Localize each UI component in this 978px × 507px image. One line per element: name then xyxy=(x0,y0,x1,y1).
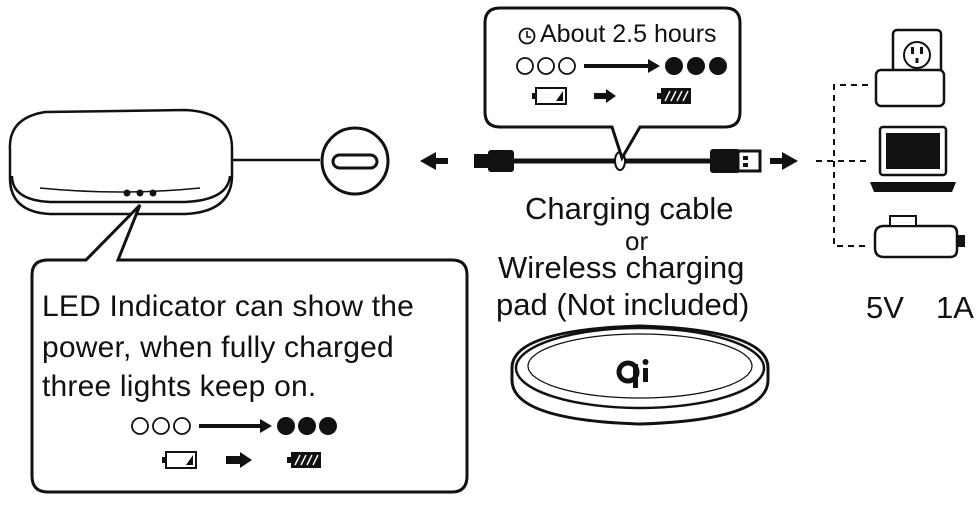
progress-arrow-icon xyxy=(199,419,272,433)
arrow-right-icon xyxy=(770,152,798,170)
led-lights-full-icon xyxy=(665,57,727,75)
laptop-icon xyxy=(870,125,956,192)
cable-label-line1: Charging cable xyxy=(525,191,734,226)
earbuds-charging-case-icon xyxy=(8,108,234,216)
progress-arrow-icon xyxy=(584,59,660,73)
battery-full-icon xyxy=(657,88,691,104)
car-charger-icon xyxy=(873,215,965,259)
charging-time-callout xyxy=(483,6,742,162)
voltage-label: 5V xyxy=(866,290,904,325)
cable-label-line2: or xyxy=(625,226,649,256)
led-callout-line3: three lights keep on. xyxy=(42,370,317,403)
led-callout-line1: LED Indicator can show the xyxy=(42,290,415,323)
charging-cable-icon xyxy=(474,149,762,173)
charging-time-text: About 2.5 hours xyxy=(540,20,717,48)
cable-label-line3: Wireless charging xyxy=(498,250,745,285)
battery-low-icon xyxy=(162,451,197,469)
clock-icon xyxy=(518,27,536,45)
current-label: 1A xyxy=(936,290,974,325)
power-sources xyxy=(816,28,965,259)
battery-full-icon xyxy=(287,452,321,468)
battery-low-icon xyxy=(532,87,567,105)
qi-wireless-pad-icon xyxy=(510,324,770,426)
usb-c-port-icon xyxy=(320,126,390,196)
wall-adapter-icon xyxy=(874,28,946,108)
battery-arrow-icon xyxy=(226,452,252,468)
led-lights-empty-icon xyxy=(131,417,191,435)
qi-logo-icon xyxy=(616,359,649,388)
battery-arrow-icon xyxy=(594,89,616,103)
cable-label-line4: pad (Not included) xyxy=(496,287,750,322)
led-callout-line2: power, when fully charged xyxy=(42,331,394,364)
arrow-left-icon xyxy=(420,152,448,170)
led-lights-empty-icon xyxy=(516,57,576,75)
led-lights-full-icon xyxy=(277,417,337,435)
led-indicator-callout xyxy=(30,203,469,494)
